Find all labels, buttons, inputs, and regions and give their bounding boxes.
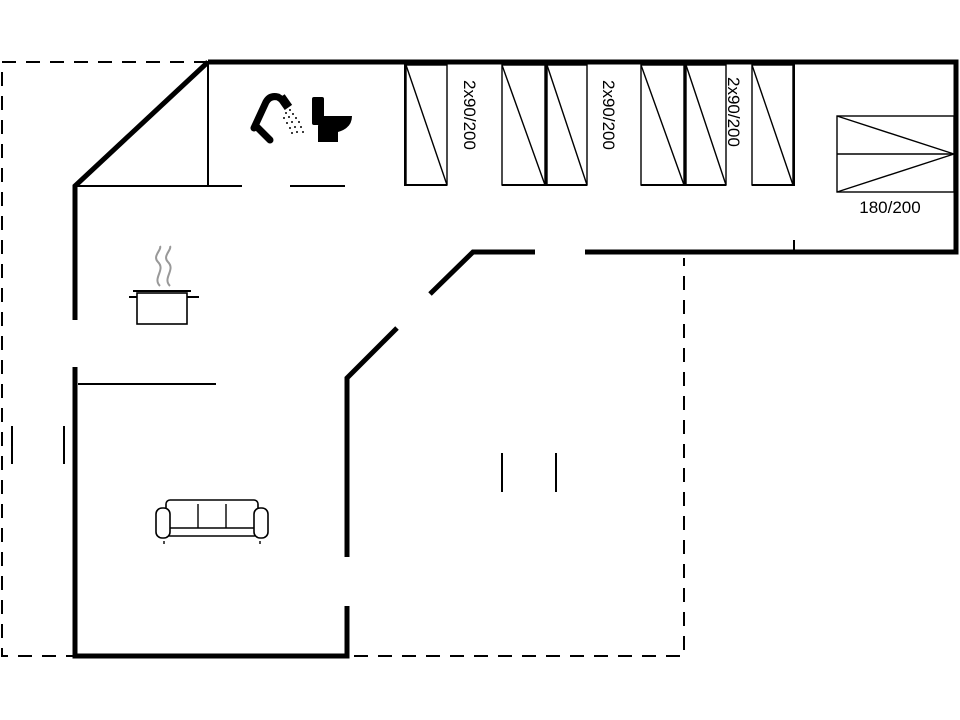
wardrobe-1 [405,64,448,186]
terrace-outline [1,61,685,657]
wardrobe-2 [501,64,546,186]
bed-label-master: 180/200 [859,198,920,217]
toilet-icon [312,97,352,142]
wardrobe-6 [751,64,794,186]
interior-walls [11,62,795,492]
wardrobe-4 [640,64,685,186]
wardrobe-5 [685,64,727,186]
double-bed [836,115,955,193]
bedroom-furniture [405,64,955,193]
bed-label-bedroom-1: 2x90/200 [460,80,479,150]
shower-icon [250,93,304,144]
bed-label-bedroom-3: 2x90/200 [724,77,743,147]
wardrobe-3 [546,64,588,186]
bed-label-bedroom-2: 2x90/200 [599,80,618,150]
sofa-icon [155,499,269,544]
cooking-pot-icon [129,245,199,325]
